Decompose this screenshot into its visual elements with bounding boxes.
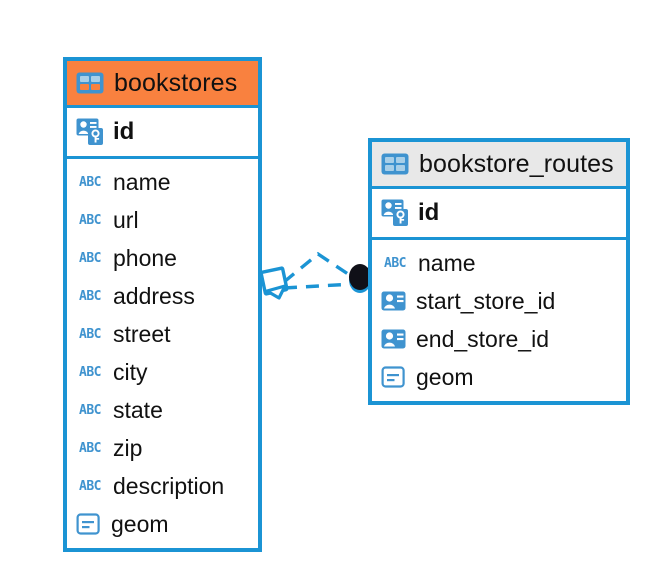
geometry-icon bbox=[76, 512, 102, 536]
field-row-phone[interactable]: ABC phone bbox=[67, 239, 258, 277]
text-abc-icon: ABC bbox=[79, 478, 101, 494]
field-row-id[interactable]: id bbox=[67, 108, 258, 156]
text-abc-icon: ABC bbox=[79, 174, 101, 190]
fields-section: ABC name ABC url ABC phone ABC address A… bbox=[67, 159, 258, 548]
foreign-key-icon bbox=[381, 290, 407, 312]
field-row-end-store-id[interactable]: end_store_id bbox=[372, 320, 626, 358]
field-label: id bbox=[113, 118, 135, 145]
relationship-line-upper bbox=[282, 251, 355, 284]
field-label: id bbox=[418, 199, 440, 226]
text-abc-icon: ABC bbox=[79, 288, 101, 304]
primary-key-section: id bbox=[372, 189, 626, 240]
field-row-name[interactable]: ABC name bbox=[67, 163, 258, 201]
primary-key-icon bbox=[76, 118, 106, 146]
relationship-line-lower bbox=[283, 282, 355, 290]
primary-key-section: id bbox=[67, 108, 258, 159]
field-row-description[interactable]: ABC description bbox=[67, 467, 258, 505]
field-row-address[interactable]: ABC address bbox=[67, 277, 258, 315]
field-label: state bbox=[113, 396, 163, 423]
text-abc-icon: ABC bbox=[79, 402, 101, 418]
field-label: end_store_id bbox=[416, 325, 549, 352]
field-row-url[interactable]: ABC url bbox=[67, 201, 258, 239]
text-abc-icon: ABC bbox=[79, 250, 101, 266]
field-row-state[interactable]: ABC state bbox=[67, 391, 258, 429]
text-abc-icon: ABC bbox=[384, 255, 406, 271]
field-label: zip bbox=[113, 434, 143, 461]
field-row-street[interactable]: ABC street bbox=[67, 315, 258, 353]
foreign-key-icon bbox=[381, 328, 407, 350]
text-abc-icon: ABC bbox=[79, 326, 101, 342]
field-row-city[interactable]: ABC city bbox=[67, 353, 258, 391]
field-label: name bbox=[418, 249, 476, 276]
field-row-name[interactable]: ABC name bbox=[372, 244, 626, 282]
entity-title: bookstore_routes bbox=[419, 149, 614, 178]
field-label: geom bbox=[111, 510, 169, 537]
field-row-id[interactable]: id bbox=[372, 189, 626, 237]
entity-bookstore-routes[interactable]: bookstore_routes bbox=[368, 138, 630, 405]
primary-key-icon bbox=[381, 199, 411, 227]
field-row-start-store-id[interactable]: start_store_id bbox=[372, 282, 626, 320]
field-row-geom[interactable]: geom bbox=[67, 505, 258, 543]
field-row-geom[interactable]: geom bbox=[372, 358, 626, 396]
entity-header-bookstore-routes[interactable]: bookstore_routes bbox=[372, 142, 626, 189]
geometry-icon bbox=[381, 365, 407, 389]
fields-section: ABC name start_store_id bbox=[372, 240, 626, 401]
field-label: phone bbox=[113, 244, 177, 271]
entity-header-bookstores[interactable]: bookstores bbox=[67, 61, 258, 108]
field-label: start_store_id bbox=[416, 287, 556, 314]
text-abc-icon: ABC bbox=[79, 364, 101, 380]
entity-bookstores[interactable]: bookstores bbox=[63, 57, 262, 552]
diamond-crowsfoot-marker bbox=[259, 266, 289, 300]
field-label: name bbox=[113, 168, 171, 195]
field-label: street bbox=[113, 320, 171, 347]
field-label: address bbox=[113, 282, 195, 309]
field-label: geom bbox=[416, 363, 474, 390]
field-label: description bbox=[113, 472, 225, 499]
field-label: url bbox=[113, 206, 139, 233]
table-grid-icon bbox=[76, 72, 104, 94]
table-grid-icon bbox=[381, 153, 409, 175]
entity-title: bookstores bbox=[114, 68, 238, 97]
field-label: city bbox=[113, 358, 148, 385]
text-abc-icon: ABC bbox=[79, 440, 101, 456]
text-abc-icon: ABC bbox=[79, 212, 101, 228]
field-row-zip[interactable]: ABC zip bbox=[67, 429, 258, 467]
